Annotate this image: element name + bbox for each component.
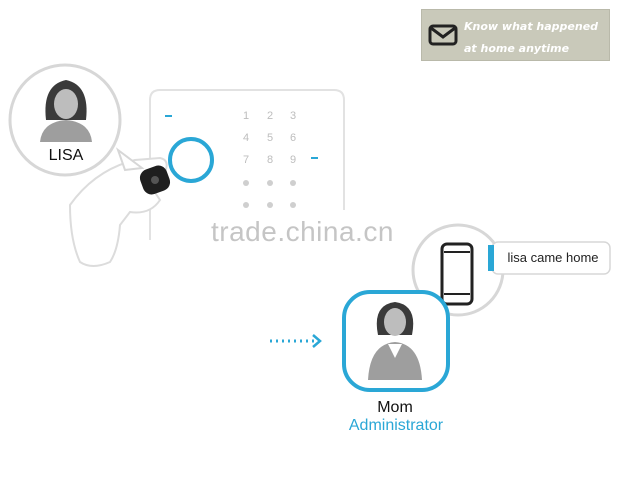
female-avatar-icon xyxy=(40,80,92,142)
message-bubble xyxy=(488,241,611,275)
mom-avatar-frame xyxy=(342,290,450,392)
keypad-key: 1 xyxy=(242,110,250,122)
keypad-key: 2 xyxy=(266,110,274,122)
lisa-bubble xyxy=(8,63,145,177)
keypad-key-icons xyxy=(243,180,296,208)
lisa-name-label: LISA xyxy=(48,147,84,164)
notification-message: lisa came home xyxy=(507,250,599,265)
keypad-key: 7 xyxy=(242,154,250,166)
banner-line-1: Know what happened xyxy=(464,20,599,33)
keypad-key: 8 xyxy=(266,154,274,166)
female-admin-avatar-icon xyxy=(368,302,422,380)
keypad-key: 9 xyxy=(289,154,297,166)
hand-with-tag xyxy=(68,156,171,267)
info-banner: Know what happened at home anytime xyxy=(421,9,610,61)
envelope-icon xyxy=(428,24,458,46)
smartphone-icon xyxy=(440,242,474,306)
watermark: trade.china.cn xyxy=(211,216,394,247)
banner-line-2: at home anytime xyxy=(464,42,570,55)
rfid-reader-ring xyxy=(168,137,214,183)
mom-name-label: Mom xyxy=(377,399,413,416)
arrow-to-mom xyxy=(270,334,322,348)
keypad-key: 6 xyxy=(289,132,297,144)
keypad-key: 3 xyxy=(289,110,297,122)
keypad-key: 4 xyxy=(242,132,250,144)
keypad-key: 5 xyxy=(266,132,274,144)
alarm-keypad-panel xyxy=(149,89,345,240)
mom-role-label: Administrator xyxy=(348,417,444,434)
